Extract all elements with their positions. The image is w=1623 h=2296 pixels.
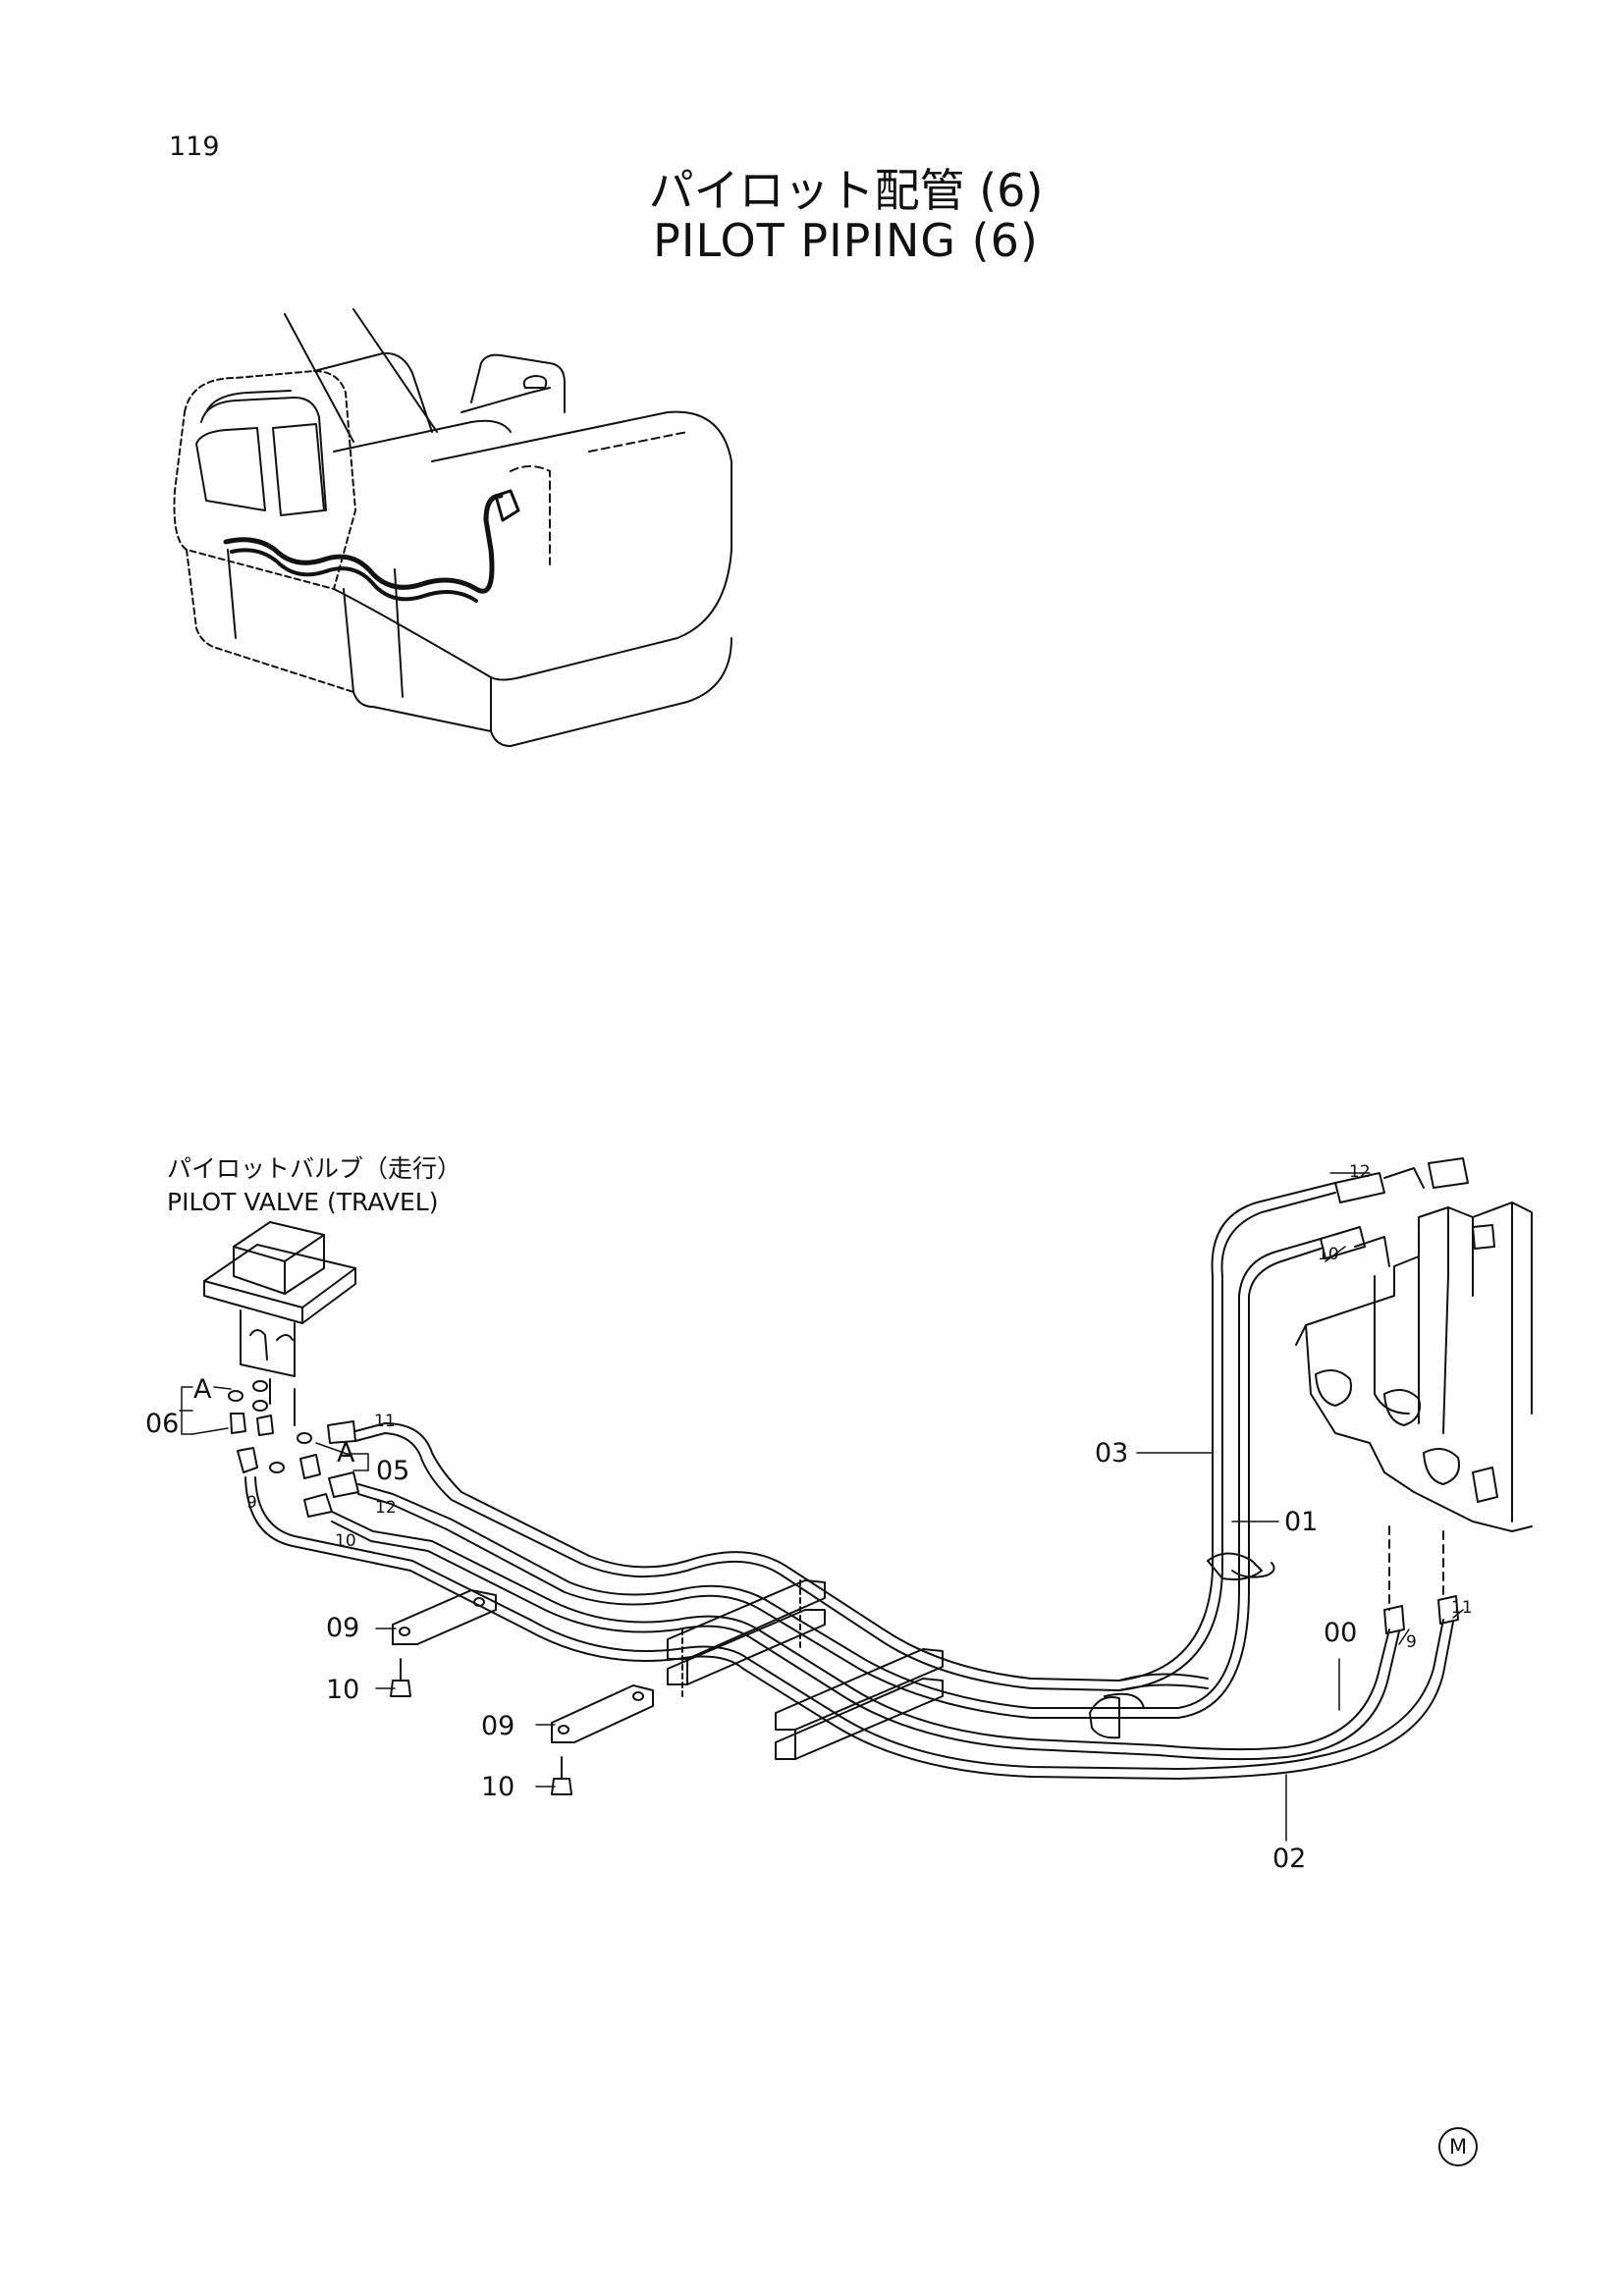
callout-06: 06: [145, 1409, 180, 1439]
callout-09-plate-a: 09: [326, 1613, 360, 1643]
page-title-jp: パイロット配管 (6): [648, 164, 1044, 217]
callout-leaders: [179, 1172, 1464, 1842]
pilot-valve-fittings: [228, 1378, 359, 1518]
port-label-11-left: 11: [374, 1412, 396, 1431]
port-label-12-left: 12: [375, 1498, 397, 1518]
callout-03: 03: [1095, 1438, 1129, 1468]
view-a-marker-1: A: [193, 1374, 212, 1405]
port-label-9-right: 9: [1406, 1632, 1417, 1652]
pilot-valve-label-jp: パイロットバルブ（走行）: [167, 1154, 462, 1183]
control-valve-hoses: [1118, 1182, 1454, 1768]
callout-01: 01: [1284, 1507, 1319, 1537]
callout-02: 02: [1272, 1843, 1307, 1874]
callout-05: 05: [376, 1456, 410, 1486]
port-label-10-right: 10: [1318, 1245, 1339, 1264]
callout-00: 00: [1324, 1618, 1358, 1648]
port-label-9-left: 9: [246, 1493, 257, 1513]
pilot-valve-label: パイロットバルブ（走行） PILOT VALVE (TRAVEL): [167, 1152, 461, 1219]
pilot-valve-travel: [203, 1221, 356, 1377]
control-valve: [1295, 1157, 1533, 1634]
port-label-11-right: 11: [1451, 1598, 1473, 1618]
view-a-marker-2: A: [337, 1438, 355, 1468]
callout-10-bolt-a: 10: [326, 1675, 360, 1705]
plates-and-bolts: [390, 1589, 654, 1795]
manufacturer-mark: M: [1438, 2127, 1478, 2166]
port-label-10-left: 10: [335, 1531, 356, 1551]
page-number: 119: [169, 132, 220, 162]
port-label-12-right: 12: [1349, 1162, 1371, 1182]
callout-10-bolt-b: 10: [481, 1772, 515, 1802]
page-title-en: PILOT PIPING (6): [653, 214, 1039, 267]
hose-clamps: [1089, 1552, 1275, 1739]
hose-brackets: [667, 1579, 944, 1760]
pilot-valve-label-en: PILOT VALVE (TRAVEL): [167, 1187, 439, 1216]
excavator-overview-illustration: [173, 308, 732, 747]
pilot-hoses: [244, 1422, 1322, 1780]
callout-09-plate-b: 09: [481, 1711, 515, 1741]
